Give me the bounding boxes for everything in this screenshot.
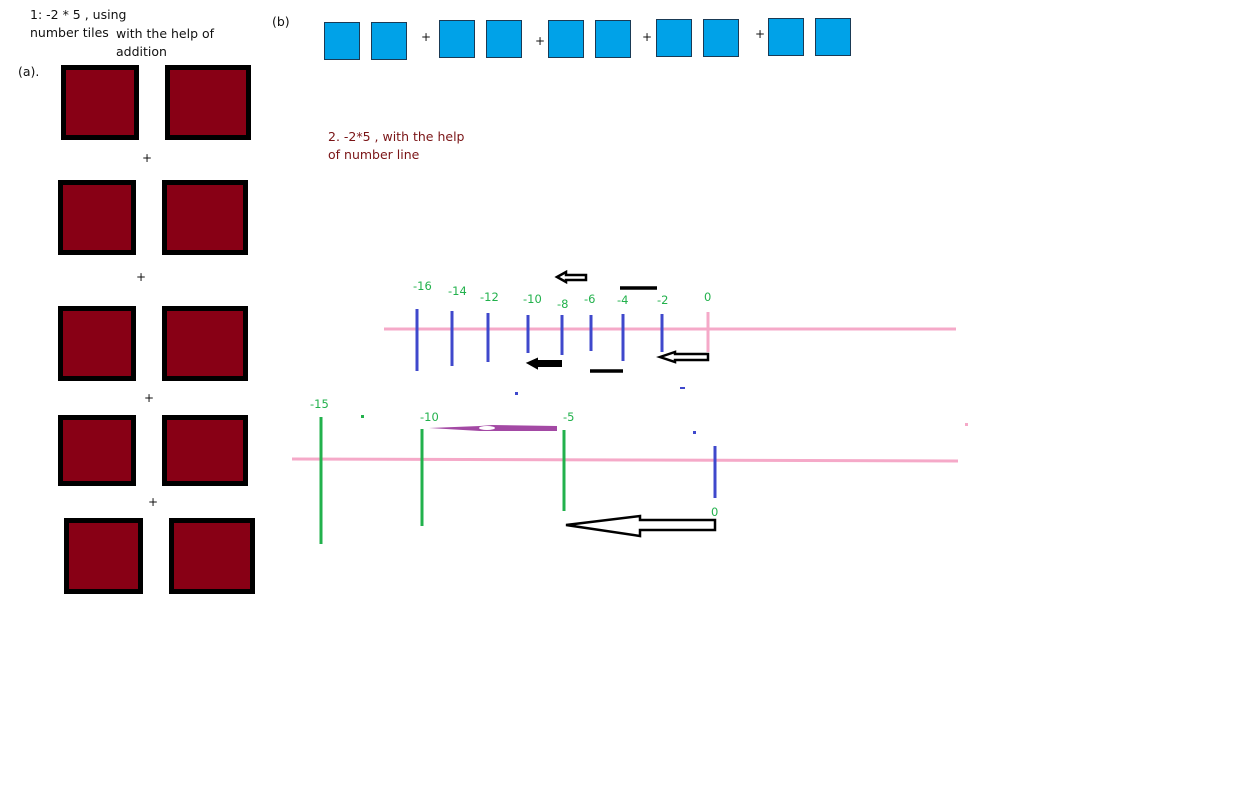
- tick-label: -16: [413, 279, 432, 293]
- part1-subtitle-line2: addition: [116, 44, 167, 59]
- blue-tile: [548, 20, 584, 58]
- stray-dot: [965, 423, 968, 426]
- plus-sign: +: [755, 27, 766, 41]
- blue-tile: [768, 18, 804, 56]
- part2-title-line2: of number line: [328, 147, 420, 162]
- plus-sign: +: [642, 30, 653, 44]
- tick-label: -8: [557, 297, 568, 311]
- tick-label: -4: [617, 293, 628, 307]
- part1-title-line2: number tiles: [30, 25, 109, 40]
- purple-arrow-hollow: [479, 426, 495, 430]
- blue-tile: [595, 20, 631, 58]
- blue-tile: [371, 22, 407, 60]
- plus-sign: +: [535, 34, 546, 48]
- tick-label: 0: [711, 505, 718, 519]
- negative-tile: [165, 65, 251, 140]
- part2-title-line1: 2. -2*5 , with the help: [328, 129, 465, 144]
- tick-label: -12: [480, 290, 499, 304]
- tick-label: -15: [310, 397, 329, 411]
- blue-tile: [703, 19, 739, 57]
- tick-label: -6: [584, 292, 595, 306]
- tick-label: -2: [657, 293, 668, 307]
- blue-tile: [815, 18, 851, 56]
- stray-dot: [361, 415, 364, 418]
- negative-tile: [61, 65, 139, 140]
- plus-sign: +: [148, 495, 159, 509]
- label-b: (b): [272, 14, 290, 29]
- plus-sign: +: [421, 30, 432, 44]
- label-a: (a).: [18, 64, 40, 79]
- stray-dot: [680, 387, 685, 389]
- stray-dot: [693, 431, 696, 434]
- plus-sign: +: [144, 391, 155, 405]
- negative-tile: [162, 415, 248, 486]
- negative-tile: [58, 306, 136, 381]
- big-arrow-left-icon: [565, 514, 717, 538]
- number-line-2: [291, 457, 959, 463]
- tick-label: -5: [563, 410, 574, 424]
- negative-tile: [162, 180, 248, 255]
- blue-tile: [324, 22, 360, 60]
- stray-dot: [515, 392, 518, 395]
- blue-tile: [439, 20, 475, 58]
- arrow-left-icon: [525, 357, 562, 370]
- tick-label: -10: [420, 410, 439, 424]
- negative-tile: [169, 518, 255, 594]
- part1-title-line1: 1: -2 * 5 , using: [30, 7, 127, 22]
- tick-label: 0: [704, 290, 711, 304]
- blue-tile: [656, 19, 692, 57]
- blue-tile: [486, 20, 522, 58]
- negative-tile: [162, 306, 248, 381]
- part1-subtitle-line1: with the help of: [116, 26, 215, 41]
- tick-label: -10: [523, 292, 542, 306]
- arrow-left-icon: [554, 269, 588, 285]
- arrow-left-icon: [656, 350, 710, 364]
- tick-label: -14: [448, 284, 467, 298]
- negative-tile: [58, 180, 136, 255]
- negative-tile: [58, 415, 136, 486]
- plus-sign: +: [142, 151, 153, 165]
- negative-tile: [64, 518, 143, 594]
- plus-sign: +: [136, 270, 147, 284]
